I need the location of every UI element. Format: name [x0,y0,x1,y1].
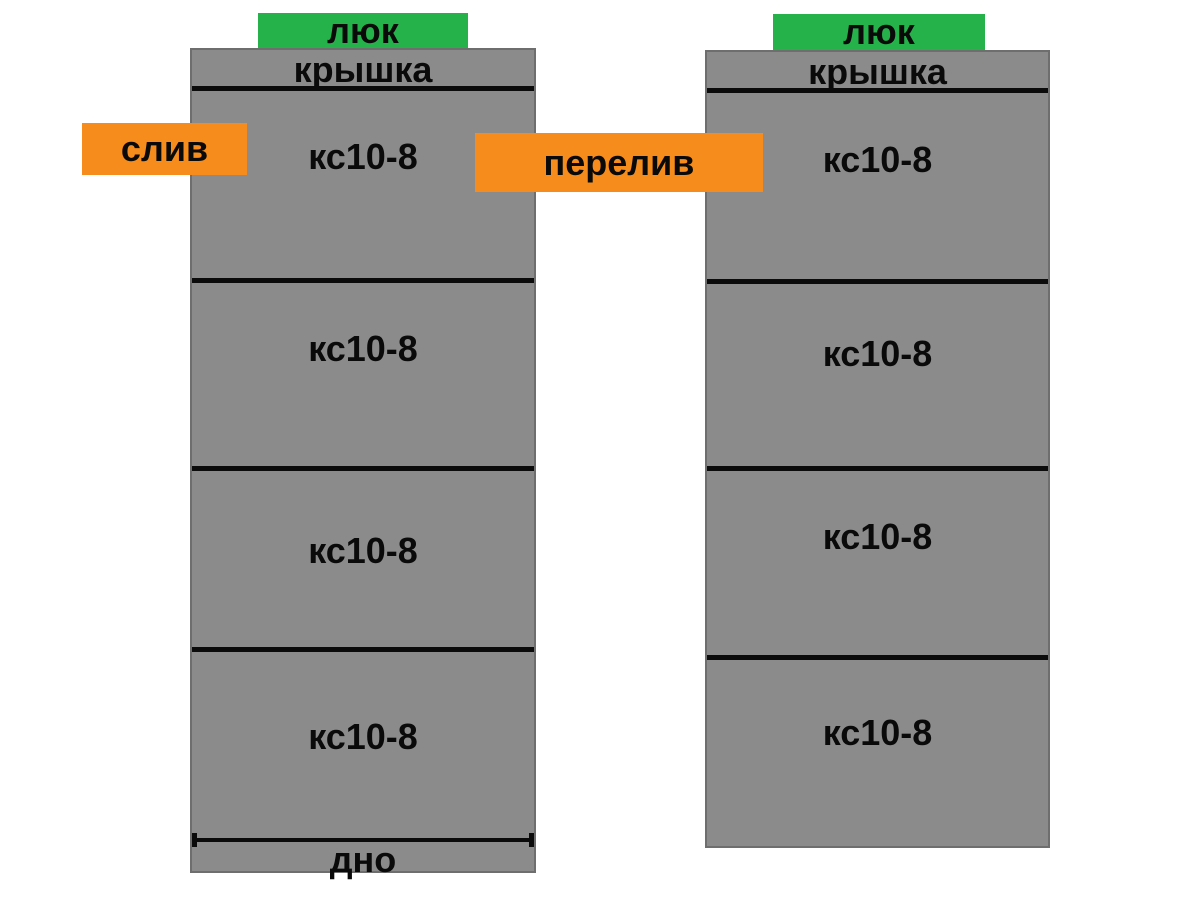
cover-divider-line [707,88,1048,93]
ring-label: кс10-8 [822,712,933,753]
ring-divider-line [192,647,534,652]
cover-label-left: крышка [293,49,433,90]
ring-divider-line [707,655,1048,660]
bottom-label: дно [329,839,397,880]
hatch-cap-right: люк [773,14,985,51]
ring-divider-line [192,466,534,471]
measure-tick-right [529,833,534,847]
ring-label: кс10-8 [308,716,418,757]
drain-pipe-label: слив [120,128,209,169]
ring-divider-line [707,466,1048,471]
drain-pipe-label-box: слив [82,123,247,175]
ring-label: кс10-8 [308,530,418,571]
cover-label-right: крышка [808,51,947,92]
hatch-label-left: люк [327,10,399,51]
hatch-cap-left: люк [258,13,468,51]
ring-label: кс10-8 [822,333,933,374]
ring-divider-line [707,279,1048,284]
ring-label: кс10-8 [822,139,933,180]
measure-tick-left [192,833,197,847]
ring-label: кс10-8 [308,136,418,177]
hatch-label-right: люк [843,11,915,52]
overflow-pipe-label: перелив [543,142,695,183]
bottom-measure-line [192,833,534,847]
ring-divider-line [192,278,534,283]
ring-label: кс10-8 [308,328,418,369]
cover-divider-line [192,86,534,91]
overflow-pipe-label-box: перелив [475,133,763,192]
ring-label: кс10-8 [822,516,933,557]
